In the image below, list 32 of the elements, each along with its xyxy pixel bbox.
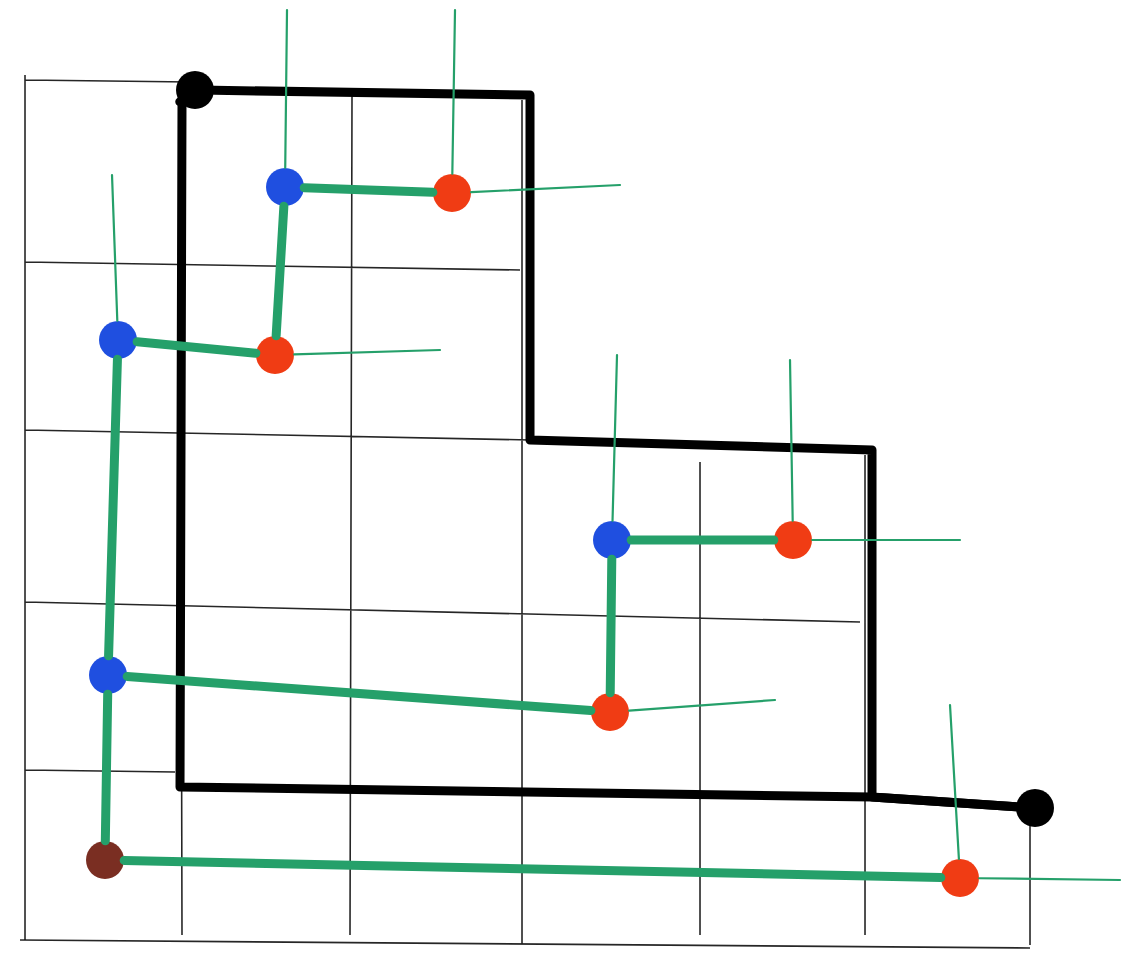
- line: [470, 183, 622, 194]
- dot: [433, 174, 471, 212]
- dot: [89, 656, 127, 694]
- line: [293, 348, 442, 356]
- line: [451, 8, 457, 175]
- dot: [774, 521, 812, 559]
- line: [788, 358, 794, 522]
- dot: [266, 168, 304, 206]
- line: [628, 698, 777, 712]
- line: [948, 703, 960, 860]
- dot: [86, 841, 124, 879]
- dot: [941, 859, 979, 897]
- connector: [605, 554, 617, 698]
- dot: [593, 521, 631, 559]
- dot: [591, 693, 629, 731]
- dot: [176, 71, 214, 109]
- line: [811, 538, 962, 542]
- dot: [99, 321, 137, 359]
- dot: [256, 336, 294, 374]
- connector: [100, 689, 113, 846]
- connector: [122, 671, 596, 716]
- connector: [119, 855, 946, 883]
- connector: [626, 535, 779, 545]
- dot: [1016, 789, 1054, 827]
- line: [611, 353, 619, 522]
- connector: [271, 201, 289, 341]
- line: [110, 173, 119, 322]
- line: [284, 8, 289, 169]
- connector: [132, 337, 261, 358]
- line: [978, 877, 1122, 882]
- connector: [299, 183, 438, 197]
- connector: [104, 354, 122, 661]
